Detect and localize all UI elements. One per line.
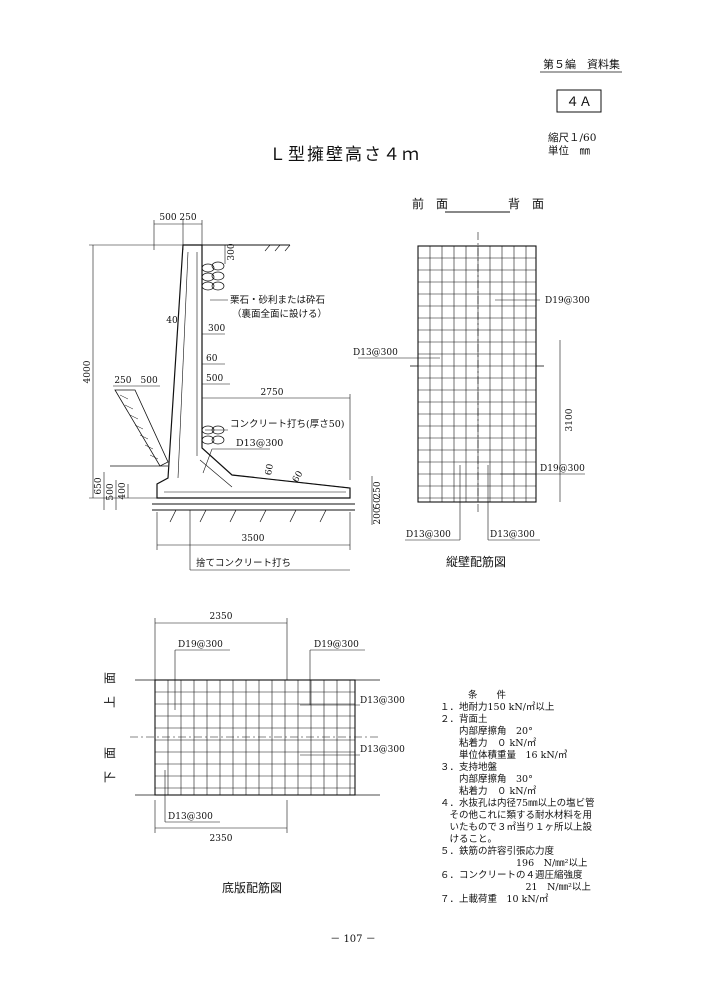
svg-text:2350: 2350 <box>210 834 233 844</box>
svg-text:500: 500 <box>106 483 116 500</box>
section-view <box>89 220 373 571</box>
section-label: 第５編 資料集 <box>543 57 620 71</box>
svg-text:D13@300: D13@300 <box>490 530 535 540</box>
svg-text:D13@300: D13@300 <box>236 438 283 449</box>
svg-text:300: 300 <box>227 243 237 260</box>
base-rebar-grid <box>155 680 355 795</box>
wall-outline <box>156 244 351 499</box>
base-rebar-outline <box>154 679 356 796</box>
svg-text:６．コンクリートの４週圧縮強度: ６．コンクリートの４週圧縮強度 <box>440 869 583 881</box>
svg-text:粘着力 ０ kN/㎡: 粘着力 ０ kN/㎡ <box>440 785 537 797</box>
svg-text:650: 650 <box>94 477 104 494</box>
wall-rebar-caption: 縦壁配筋図 <box>446 554 506 569</box>
svg-text:D19@300: D19@300 <box>540 464 585 474</box>
svg-text:60: 60 <box>206 354 218 364</box>
base-rebar-view <box>130 618 380 833</box>
page-number: － 107 － <box>330 934 375 945</box>
scale-label: 縮尺１/60 <box>548 131 596 144</box>
conditions-block: 条 件 １．地耐力150 kN/㎡以上 ２．背面土 内部摩擦角 20° 粘着力 … <box>440 689 595 905</box>
svg-text:D13@300: D13@300 <box>360 696 405 706</box>
svg-text:単位体積重量 16 kN/㎥: 単位体積重量 16 kN/㎥ <box>440 749 568 761</box>
svg-text:50: 50 <box>373 497 383 509</box>
svg-text:４．水抜孔は内径75㎜以上の塩ビ管: ４．水抜孔は内径75㎜以上の塩ビ管 <box>440 797 595 809</box>
front-soil <box>114 389 169 467</box>
svg-text:3100: 3100 <box>565 408 575 431</box>
svg-text:コンクリート打ち(厚さ50): コンクリート打ち(厚さ50) <box>230 418 345 430</box>
svg-text:１．地耐力150 kN/㎡以上: １．地耐力150 kN/㎡以上 <box>440 701 555 713</box>
ground-hatch-top <box>264 244 291 252</box>
svg-text:D19@300: D19@300 <box>314 640 359 650</box>
svg-text:250 500: 250 500 <box>114 376 158 386</box>
unit-label: 単位 ㎜ <box>548 144 590 157</box>
svg-text:５．鉄筋の許容引張応力度: ５．鉄筋の許容引張応力度 <box>440 845 555 857</box>
wall-rebar-view <box>358 211 585 541</box>
lower-side-label: 下 面 <box>103 747 117 783</box>
svg-text:40: 40 <box>166 316 178 326</box>
svg-text:その他これに類する耐水材料を用: その他これに類する耐水材料を用 <box>440 809 592 821</box>
svg-text:内部摩擦角 20°: 内部摩擦角 20° <box>440 725 533 737</box>
svg-text:400: 400 <box>118 482 128 499</box>
svg-text:200: 200 <box>373 507 383 524</box>
svg-text:D19@300: D19@300 <box>545 296 590 306</box>
svg-text:内部摩擦角 30°: 内部摩擦角 30° <box>440 773 533 785</box>
svg-text:4000: 4000 <box>83 360 93 383</box>
back-face-label: 背 面 <box>508 197 544 211</box>
svg-text:D13@300: D13@300 <box>360 745 405 755</box>
wall-rebar-outline <box>417 245 537 503</box>
svg-text:D13@300: D13@300 <box>406 530 451 540</box>
svg-text:いたもので３㎡当り１ヶ所以上設: いたもので３㎡当り１ヶ所以上設 <box>440 821 593 833</box>
front-face-label: 前 面 <box>412 196 448 211</box>
svg-text:D13@300: D13@300 <box>168 812 213 822</box>
svg-text:D13@300: D13@300 <box>353 348 398 358</box>
base-rebar-labels: 2350 D19@300 D19@300 D13@300 D13@300 D13… <box>103 612 405 895</box>
wall-rebar-labels: 前 面 背 面 D19@300 D13@300 3100 D19@300 D13… <box>353 196 590 569</box>
svg-text:栗石・砂利または砕石: 栗石・砂利または砕石 <box>230 294 325 306</box>
svg-text:2350: 2350 <box>210 612 233 622</box>
wall-rebar-grid <box>418 246 536 502</box>
gravel-stones <box>201 261 225 445</box>
svg-text:3500: 3500 <box>242 534 265 544</box>
svg-text:250: 250 <box>373 481 383 498</box>
svg-text:７．上載荷重 10 kN/㎡: ７．上載荷重 10 kN/㎡ <box>440 893 549 905</box>
svg-text:196 N/㎜²以上: 196 N/㎜²以上 <box>440 858 588 869</box>
foundation-hatch <box>169 509 327 523</box>
drawing-title: Ｌ型擁壁高さ４ｍ <box>269 145 421 165</box>
svg-text:300: 300 <box>208 324 225 334</box>
svg-text:けること。: けること。 <box>440 834 497 845</box>
svg-text:D19@300: D19@300 <box>178 640 223 650</box>
svg-text:捨てコンクリート打ち: 捨てコンクリート打ち <box>196 557 291 569</box>
sheet-number: ４Ａ <box>566 95 592 110</box>
section-view-labels: 500 250 300 4000 40 300 60 500 250 500 2… <box>83 213 383 569</box>
svg-text:500: 500 <box>206 374 223 384</box>
svg-text:（裏面全面に設ける）: （裏面全面に設ける） <box>232 308 327 320</box>
sheet-number-box <box>556 89 602 113</box>
svg-text:2750: 2750 <box>261 388 284 398</box>
svg-text:粘着力 ０ kN/㎡: 粘着力 ０ kN/㎡ <box>440 737 537 749</box>
svg-text:21 N/㎜²以上: 21 N/㎜²以上 <box>440 882 591 893</box>
svg-text:３．支持地盤: ３．支持地盤 <box>440 761 498 773</box>
svg-text:60: 60 <box>264 463 276 476</box>
base-rebar-caption: 底版配筋図 <box>222 880 282 895</box>
conditions-heading: 条 件 <box>468 689 507 701</box>
svg-text:500 250: 500 250 <box>159 213 196 223</box>
upper-side-label: 上 面 <box>103 672 117 708</box>
svg-text:２．背面土: ２．背面土 <box>440 713 488 725</box>
